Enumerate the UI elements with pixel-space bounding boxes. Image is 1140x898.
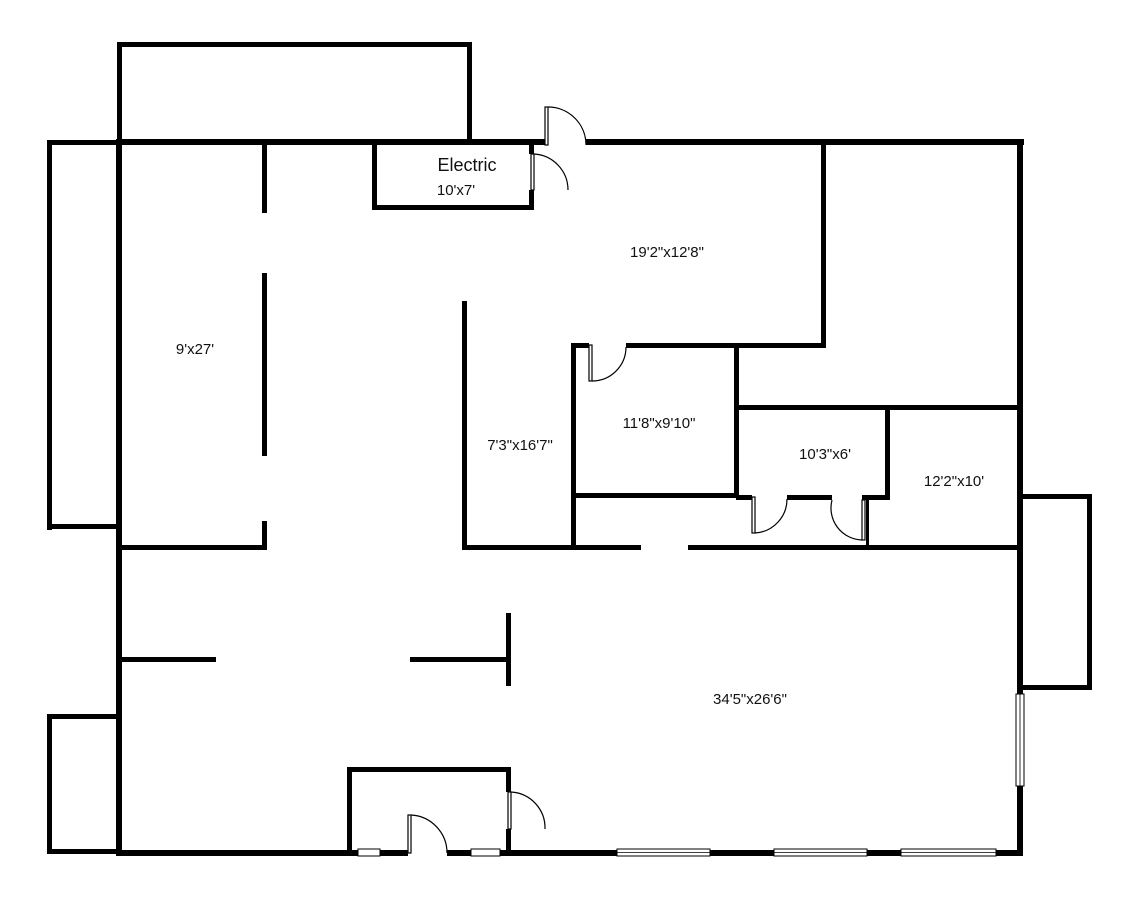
room-dimensions-left-room: 9'x27' [176,341,214,358]
door-entrance-top[interactable] [544,106,587,146]
room-dimensions-electric: 10'x7' [437,182,475,199]
windows [357,693,1025,857]
exterior-walls [116,139,1024,856]
door-closet-right[interactable] [830,495,866,541]
annex-left-upper [47,140,119,530]
window-bottom-2 [470,848,501,857]
door-bottom-entrance[interactable] [407,814,448,856]
door-electric[interactable] [529,153,569,191]
electric-room-walls [372,144,534,210]
room-dimensions-right-room: 12'2"x10' [924,473,984,490]
interior-walls [122,145,1020,853]
room-dimensions-main-room: 34'5"x26'6" [713,691,787,708]
door-small-room-side[interactable] [506,791,546,830]
room-dimensions-office: 11'8"x9'10" [623,415,696,432]
room-name-electric: Electric [437,155,496,175]
door-closet-left[interactable] [751,495,788,534]
annex-top [117,42,472,144]
window-bottom-1 [357,848,381,857]
door-office[interactable] [588,343,627,382]
room-dimensions-top-room: 19'2"x12'8" [630,244,704,261]
annex-left-lower [47,714,119,854]
annex-right [1019,494,1092,690]
room-dimensions-closet: 10'3"x6' [799,446,851,463]
room-dimensions-hall: 7'3"x16'7" [487,437,553,454]
